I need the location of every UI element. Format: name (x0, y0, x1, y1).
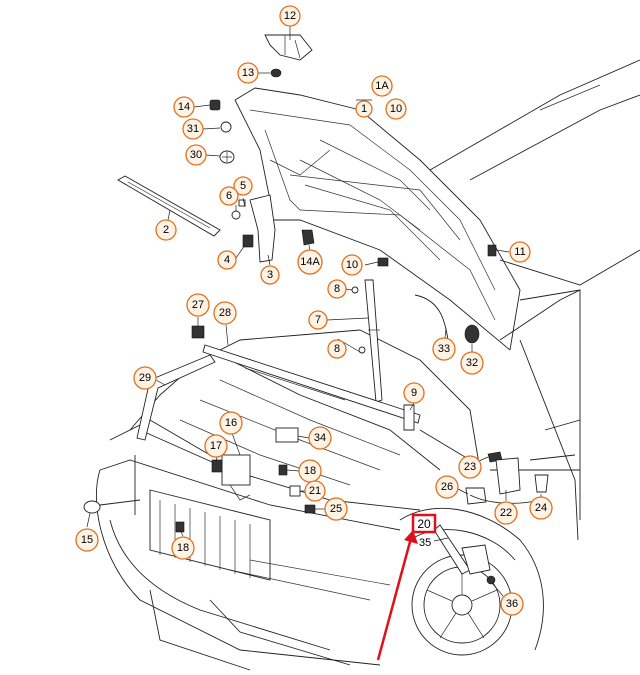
callout-18-engine: 18 (298, 459, 322, 483)
callout-3: 3 (260, 265, 280, 285)
svg-text:10: 10 (390, 103, 402, 115)
svg-text:9: 9 (411, 387, 417, 399)
svg-text:14: 14 (178, 101, 190, 113)
svg-text:25: 25 (330, 503, 342, 515)
svg-text:32: 32 (466, 357, 478, 369)
parts-drawing (83, 34, 549, 585)
callout-1: 1 (355, 100, 373, 118)
callout-25: 25 (324, 497, 348, 521)
callout-26: 26 (435, 475, 459, 499)
callout-36: 36 (500, 592, 524, 616)
callout-28: 28 (213, 301, 237, 325)
svg-text:33: 33 (438, 343, 450, 355)
svg-text:22: 22 (500, 507, 512, 519)
svg-text:16: 16 (225, 417, 237, 429)
svg-text:1A: 1A (375, 80, 389, 92)
callout-1a: 1A (371, 75, 393, 97)
svg-text:29: 29 (139, 372, 151, 384)
svg-text:18: 18 (304, 465, 316, 477)
svg-text:2: 2 (163, 224, 169, 236)
svg-text:5: 5 (240, 180, 246, 192)
callout-32: 32 (460, 351, 484, 375)
callout-2: 2 (155, 219, 177, 241)
svg-text:8: 8 (334, 283, 340, 295)
callout-14a: 14A (297, 249, 323, 275)
callout-10-top: 10 (385, 98, 407, 120)
callout-8-bottom: 8 (327, 339, 347, 359)
callout-12: 12 (279, 5, 301, 27)
callout-21: 21 (304, 480, 326, 502)
svg-text:28: 28 (219, 307, 231, 319)
callout-6: 6 (219, 186, 239, 206)
svg-text:31: 31 (187, 123, 199, 135)
svg-text:17: 17 (210, 440, 222, 452)
svg-text:27: 27 (192, 299, 204, 311)
callout-4: 4 (217, 250, 237, 270)
callout-17: 17 (204, 434, 228, 458)
highlight-arrow-head (404, 530, 418, 544)
highlight-arrow-shaft (376, 537, 413, 661)
label-20: 20 (417, 517, 431, 531)
svg-text:34: 34 (314, 432, 326, 444)
svg-text:21: 21 (309, 485, 321, 497)
svg-text:6: 6 (226, 190, 232, 202)
callout-23: 23 (458, 455, 482, 479)
svg-text:4: 4 (224, 254, 230, 266)
callout-24: 24 (529, 496, 553, 520)
callout-labels: 12 13 1A 14 31 30 1 10 5 6 2 4 3 14A 10 … (75, 5, 553, 616)
callout-14: 14 (173, 96, 195, 118)
svg-text:1: 1 (361, 103, 367, 115)
callout-16: 16 (219, 411, 243, 435)
svg-text:30: 30 (190, 149, 202, 161)
callout-5: 5 (233, 176, 253, 196)
callout-18-front: 18 (171, 536, 195, 560)
callout-11: 11 (509, 241, 531, 263)
highlighted-part-20: 20 (376, 513, 437, 661)
svg-text:7: 7 (315, 314, 321, 326)
callout-9: 9 (403, 382, 425, 404)
svg-text:8: 8 (334, 343, 340, 355)
svg-text:14A: 14A (300, 256, 320, 268)
callout-10-strut: 10 (341, 254, 363, 276)
svg-text:12: 12 (284, 10, 296, 22)
callout-33: 33 (432, 337, 456, 361)
callout-27: 27 (186, 293, 210, 317)
svg-text:10: 10 (346, 259, 358, 271)
callout-8-top: 8 (327, 279, 347, 299)
svg-text:18: 18 (177, 542, 189, 554)
svg-text:36: 36 (506, 598, 518, 610)
callout-31: 31 (182, 118, 204, 140)
callout-13: 13 (237, 62, 259, 84)
label-35: 35 (419, 537, 431, 549)
svg-text:13: 13 (242, 67, 254, 79)
highlight-box (411, 513, 437, 534)
svg-text:26: 26 (441, 481, 453, 493)
callout-34: 34 (308, 426, 332, 450)
callout-7: 7 (308, 310, 328, 330)
callout-30: 30 (185, 144, 207, 166)
svg-text:11: 11 (514, 246, 525, 258)
svg-text:24: 24 (535, 502, 547, 514)
callout-15: 15 (75, 528, 99, 552)
car-body-drawing (95, 59, 640, 671)
callout-29: 29 (133, 366, 157, 390)
svg-text:15: 15 (81, 534, 93, 546)
svg-text:3: 3 (267, 269, 273, 281)
callout-22: 22 (494, 501, 518, 525)
svg-text:23: 23 (464, 461, 476, 473)
